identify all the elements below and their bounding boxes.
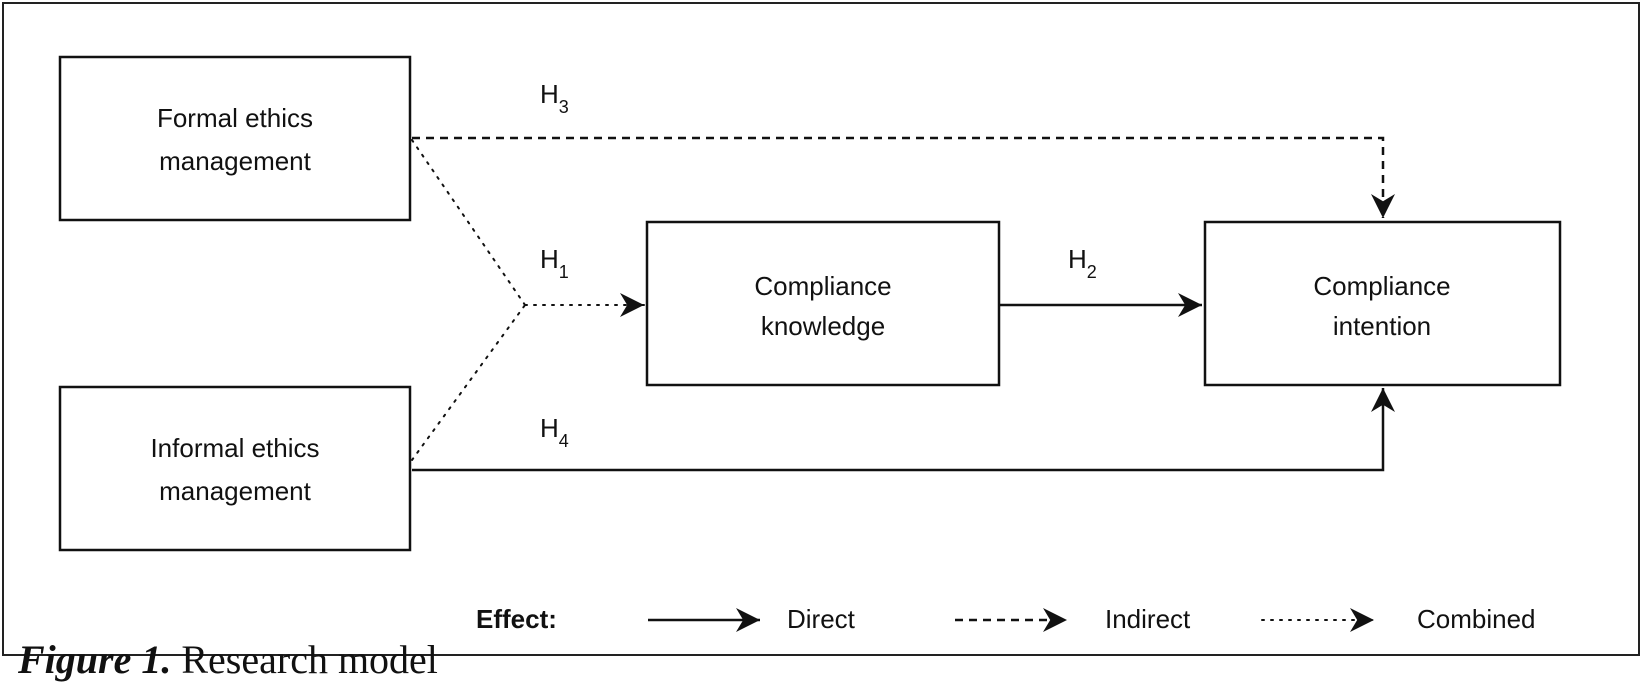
h4-direct-arrow <box>412 388 1395 472</box>
legend-indirect-label: Indirect <box>1105 604 1191 634</box>
compliance-intention-label-line1: Compliance <box>1313 271 1450 301</box>
formal-ethics-box: Formal ethics management <box>58 55 412 222</box>
diagram-frame <box>2 2 1640 656</box>
h1-combined-line-formal <box>411 139 526 306</box>
informal-ethics-label-line2: management <box>159 476 312 506</box>
h3-label: H3 <box>540 79 569 117</box>
compliance-intention-label-line2: intention <box>1333 311 1431 341</box>
h3-indirect-arrow <box>412 136 1395 218</box>
formal-ethics-label-line2: management <box>159 146 312 176</box>
h4-label: H4 <box>540 413 569 451</box>
compliance-knowledge-box: Compliance knowledge <box>645 220 1001 387</box>
h2-label: H2 <box>1068 244 1097 282</box>
compliance-knowledge-label-line1: Compliance <box>754 271 891 301</box>
research-model-diagram: Formal ethics management Informal ethics… <box>58 55 1562 634</box>
compliance-knowledge-label-line2: knowledge <box>761 311 885 341</box>
figure-caption-text: Research model <box>181 637 438 682</box>
figure-caption: Figure 1. Research model <box>18 636 438 684</box>
legend-direct-label: Direct <box>787 604 856 634</box>
h1-combined-line-informal <box>411 304 526 461</box>
legend-title: Effect: <box>476 604 557 634</box>
informal-ethics-label-line1: Informal ethics <box>150 433 319 463</box>
formal-ethics-label-line1: Formal ethics <box>157 103 313 133</box>
legend: Effect: Direct Indirect Combined <box>476 604 1536 634</box>
legend-combined-label: Combined <box>1417 604 1536 634</box>
informal-ethics-box: Informal ethics management <box>58 385 412 552</box>
compliance-intention-box: Compliance intention <box>1203 220 1562 387</box>
figure-caption-label: Figure 1. <box>18 637 172 682</box>
h1-label: H1 <box>540 244 569 282</box>
